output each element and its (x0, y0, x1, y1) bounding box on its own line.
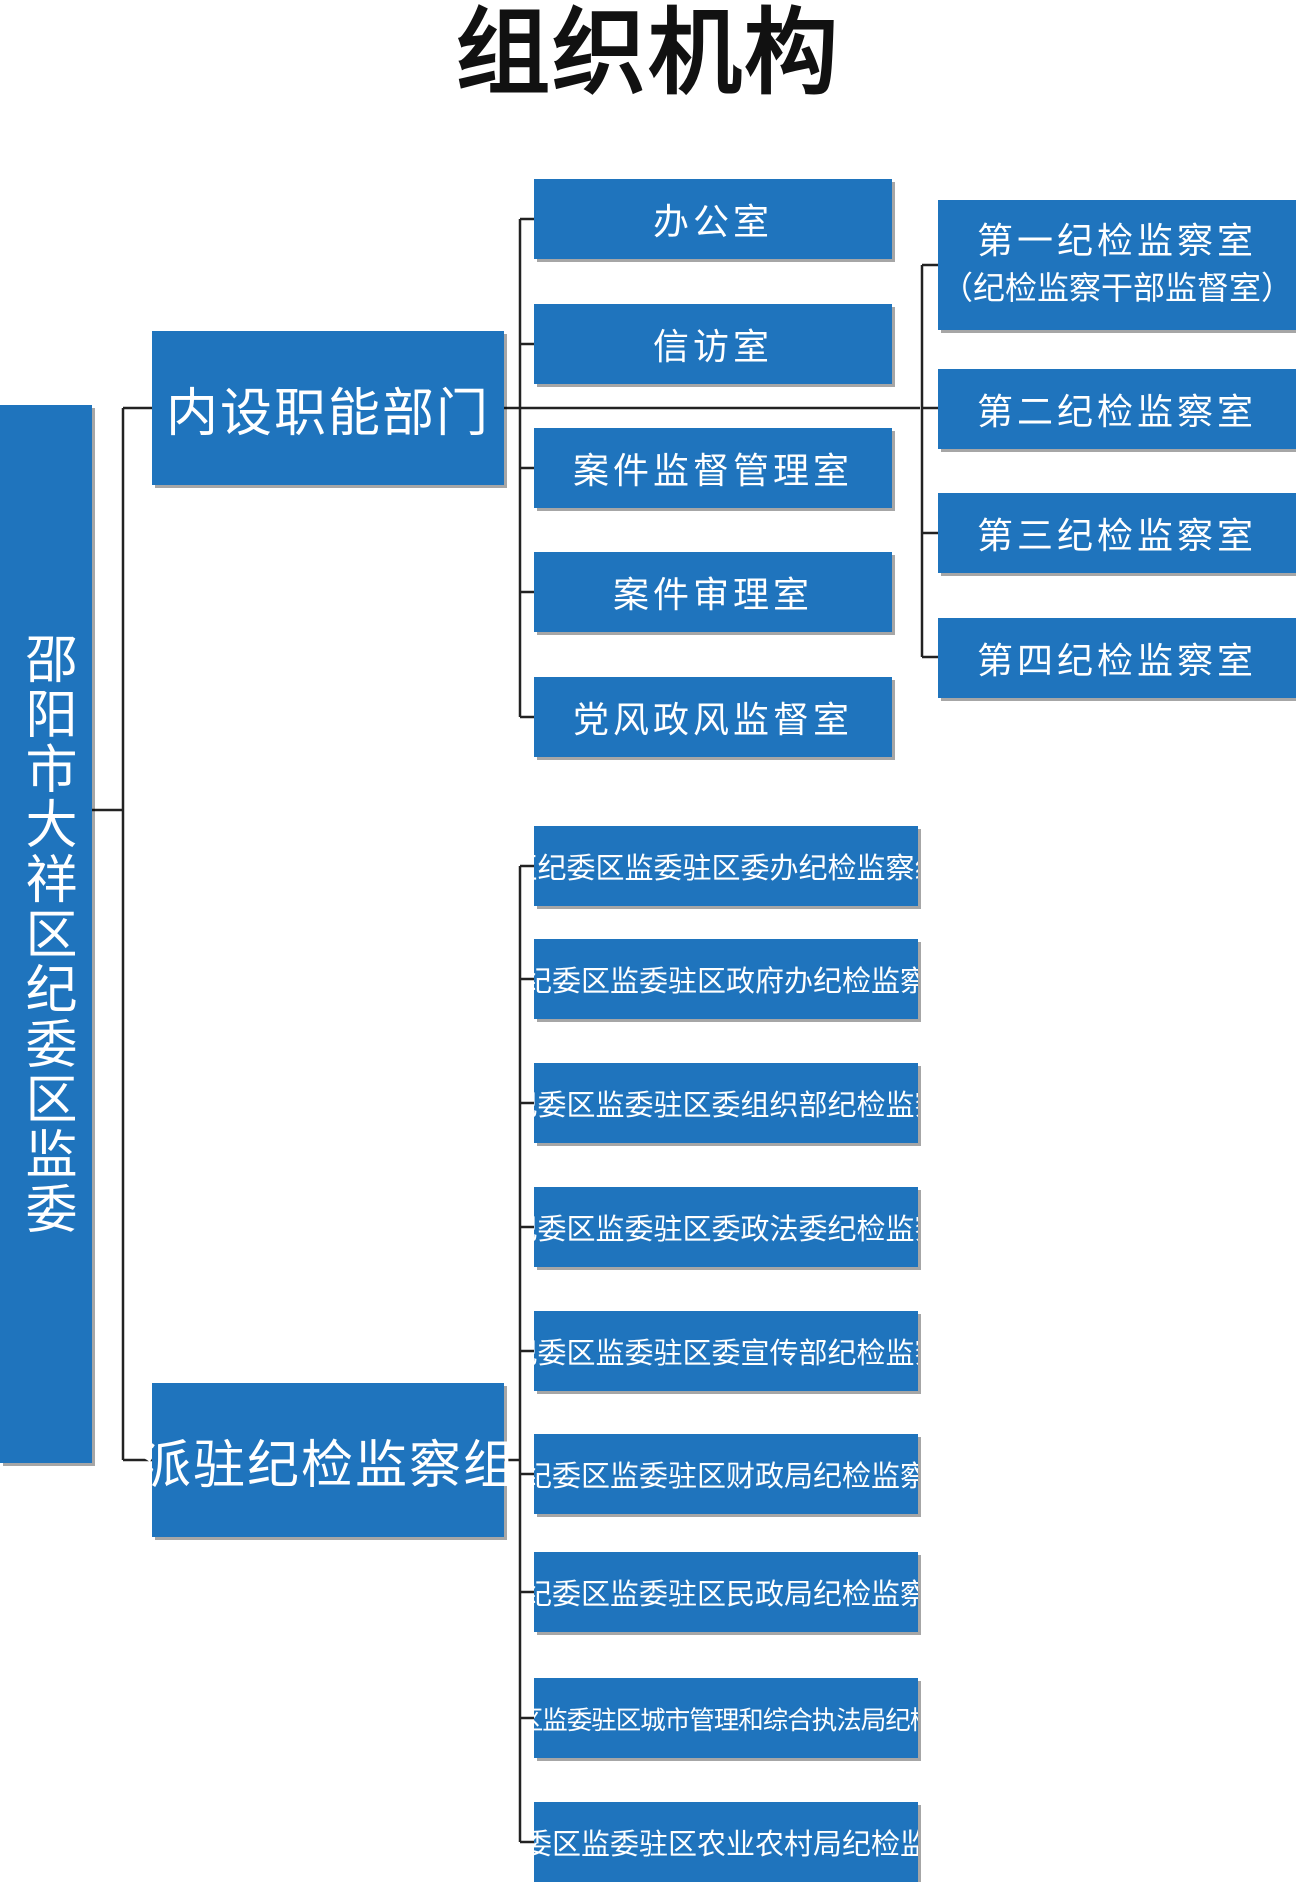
page-title: 组织机构 (455, 0, 840, 108)
dispatched-group-label: 区纪委区监委驻区委宣传部纪检监察组 (534, 1336, 918, 1370)
department-label: 党风政风监督室 (572, 700, 853, 741)
root-node: 邵阳市大祥区纪委区监委 (0, 405, 92, 1463)
department-label: 办公室 (652, 202, 773, 243)
department-box: 案件监督管理室 (534, 428, 892, 508)
dispatched-group-box: 区纪委区监委驻区民政局纪检监察组 (534, 1552, 918, 1632)
dispatched-group-label: 区纪委区监委驻区委政法委纪检监察组 (534, 1212, 918, 1246)
dispatched-group-box: 区纪委区监委驻区政府办纪检监察组 (534, 939, 918, 1019)
supervision-room-sublabel: （纪检监察干部监督室） (940, 269, 1293, 307)
supervision-room-label: 第四纪检监察室 (976, 641, 1257, 682)
department-label: 案件审理室 (612, 575, 813, 616)
supervision-room-box: 第四纪检监察室 (938, 618, 1296, 698)
department-box: 办公室 (534, 179, 892, 259)
dispatched-group-box: 区纪委区监委驻区农业农村局纪检监察组 (534, 1802, 918, 1882)
supervision-room-label: 第一纪检监察室 (976, 221, 1257, 262)
dispatched-group-box: 区纪委区监委驻区委宣传部纪检监察组 (534, 1311, 918, 1391)
department-box: 信访室 (534, 304, 892, 384)
dispatched-groups-label: 派驻纪检监察组 (139, 1435, 518, 1496)
supervision-room-label: 第三纪检监察室 (976, 516, 1257, 557)
root-label: 邵阳市大祥区纪委区监委 (16, 631, 76, 1237)
department-box: 党风政风监督室 (534, 677, 892, 757)
supervision-room-box: 第三纪检监察室 (938, 493, 1296, 573)
dispatched-group-label: 区纪委区监委驻区农业农村局纪检监察组 (534, 1827, 918, 1861)
dispatched-group-label: 区纪委区监委驻区政府办纪检监察组 (534, 964, 918, 998)
supervision-room-box: 第一纪检监察室 （纪检监察干部监督室） (938, 200, 1296, 330)
dispatched-group-box: 区纪委区监委驻区城市管理和综合执法局纪检监察组 (534, 1678, 918, 1758)
internal-departments-label: 内设职能部门 (165, 383, 490, 444)
internal-departments-node: 内设职能部门 (152, 331, 504, 485)
dispatched-group-box: 区纪委区监委驻区财政局纪检监察组 (534, 1434, 918, 1514)
supervision-room-label: 第二纪检监察室 (976, 392, 1257, 433)
dispatched-group-label: 区纪委区监委驻区委组织部纪检监察组 (534, 1088, 918, 1122)
department-box: 案件审理室 (534, 552, 892, 632)
dispatched-group-box: 区纪委区监委驻区委组织部纪检监察组 (534, 1063, 918, 1143)
supervision-room-box: 第二纪检监察室 (938, 369, 1296, 449)
dispatched-group-box: 区纪委区监委驻区委政法委纪检监察组 (534, 1187, 918, 1267)
dispatched-group-label: 区纪委区监委驻区财政局纪检监察组 (534, 1459, 918, 1493)
dispatched-group-box: 区纪委区监委驻区委办纪检监察组 (534, 826, 918, 906)
department-label: 信访室 (652, 327, 773, 368)
dispatched-groups-node: 派驻纪检监察组 (139, 1383, 515, 1537)
department-label: 案件监督管理室 (572, 451, 853, 492)
dispatched-group-label: 区纪委区监委驻区城市管理和综合执法局纪检监察组 (534, 1705, 918, 1736)
dispatched-group-label: 区纪委区监委驻区委办纪检监察组 (534, 851, 918, 885)
dispatched-group-label: 区纪委区监委驻区民政局纪检监察组 (534, 1577, 918, 1611)
